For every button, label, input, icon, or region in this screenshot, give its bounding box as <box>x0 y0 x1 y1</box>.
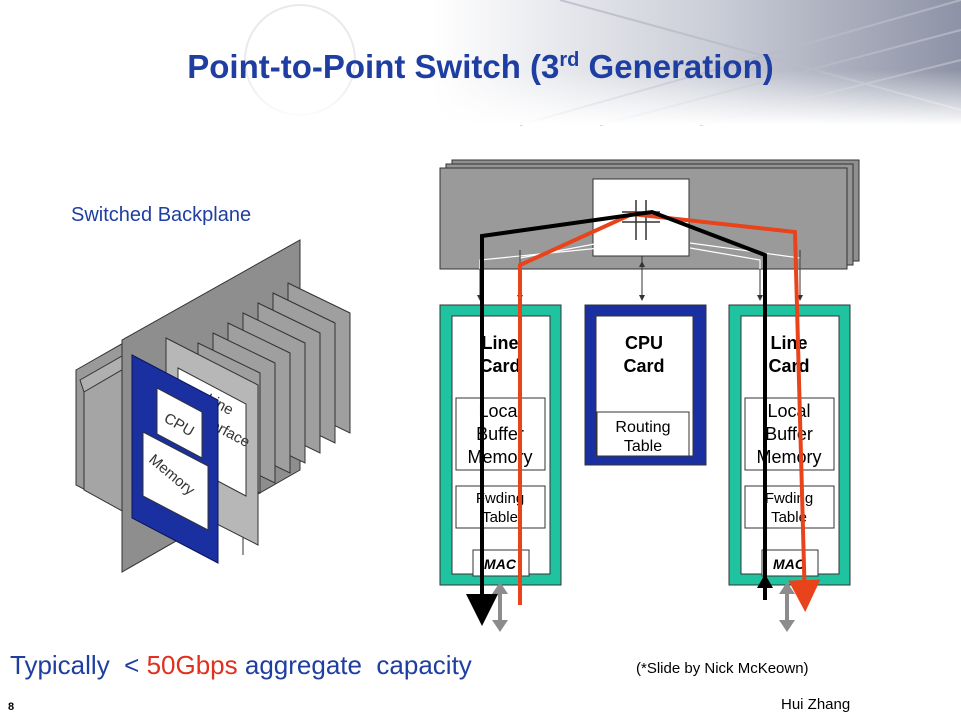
svg-text:MAC: MAC <box>773 556 806 572</box>
page-number: 8 <box>8 701 15 713</box>
slide-title: Point-to-Point Switch (3rd Generation) <box>187 48 774 85</box>
routing-table <box>596 411 690 457</box>
slide-credit: (*Slide by Nick McKeown) <box>636 660 809 677</box>
packet-path-black <box>466 209 767 626</box>
svg-text:Buffer: Buffer <box>476 424 524 444</box>
cpu-card-title-1: CPU <box>625 333 663 353</box>
svg-text:Memory: Memory <box>467 447 532 467</box>
black-arrow-head-in <box>757 574 773 588</box>
svg-text:Memory: Memory <box>756 447 821 467</box>
io-arrows <box>492 582 795 632</box>
header-background <box>0 0 961 126</box>
svg-text:Local: Local <box>478 401 521 421</box>
local-buffer-memory-right <box>744 397 835 471</box>
capacity-statement: Typically < 50Gbps aggregate capacity <box>10 650 472 680</box>
switched-backplane-label: Switched Backplane <box>71 204 252 226</box>
svg-text:Routing: Routing <box>615 419 670 436</box>
svg-text:Fwding: Fwding <box>765 490 813 507</box>
line-card-right-title-1: Line <box>770 333 807 353</box>
svg-text:Local: Local <box>767 401 810 421</box>
fwding-table-left <box>455 485 546 529</box>
svg-text:Table: Table <box>482 509 518 526</box>
line-card-right-title-2: Card <box>768 356 809 376</box>
svg-text:MAC: MAC <box>484 556 517 572</box>
svg-text:Table: Table <box>771 509 807 526</box>
author-name: Hui Zhang <box>781 696 851 713</box>
local-buffer-memory-left <box>455 397 546 471</box>
fwding-table-right <box>744 485 835 529</box>
cpu-card-title-2: Card <box>623 356 664 376</box>
capacity-value: 50Gbps <box>146 650 238 680</box>
line-card-right: Line Card Local Buffer Memory Fwding Tab… <box>728 304 851 586</box>
line-card-left-title-2: Card <box>479 356 520 376</box>
mac-right <box>761 549 819 577</box>
svg-text:Table: Table <box>624 438 662 455</box>
line-card-left: Line Card Local Buffer Memory Fwding Tab… <box>439 304 562 586</box>
svg-text:Fwding: Fwding <box>476 490 524 507</box>
svg-text:Buffer: Buffer <box>765 424 813 444</box>
cpu-card: CPU Card Routing Table <box>584 304 707 466</box>
line-card-left-title-1: Line <box>481 333 518 353</box>
